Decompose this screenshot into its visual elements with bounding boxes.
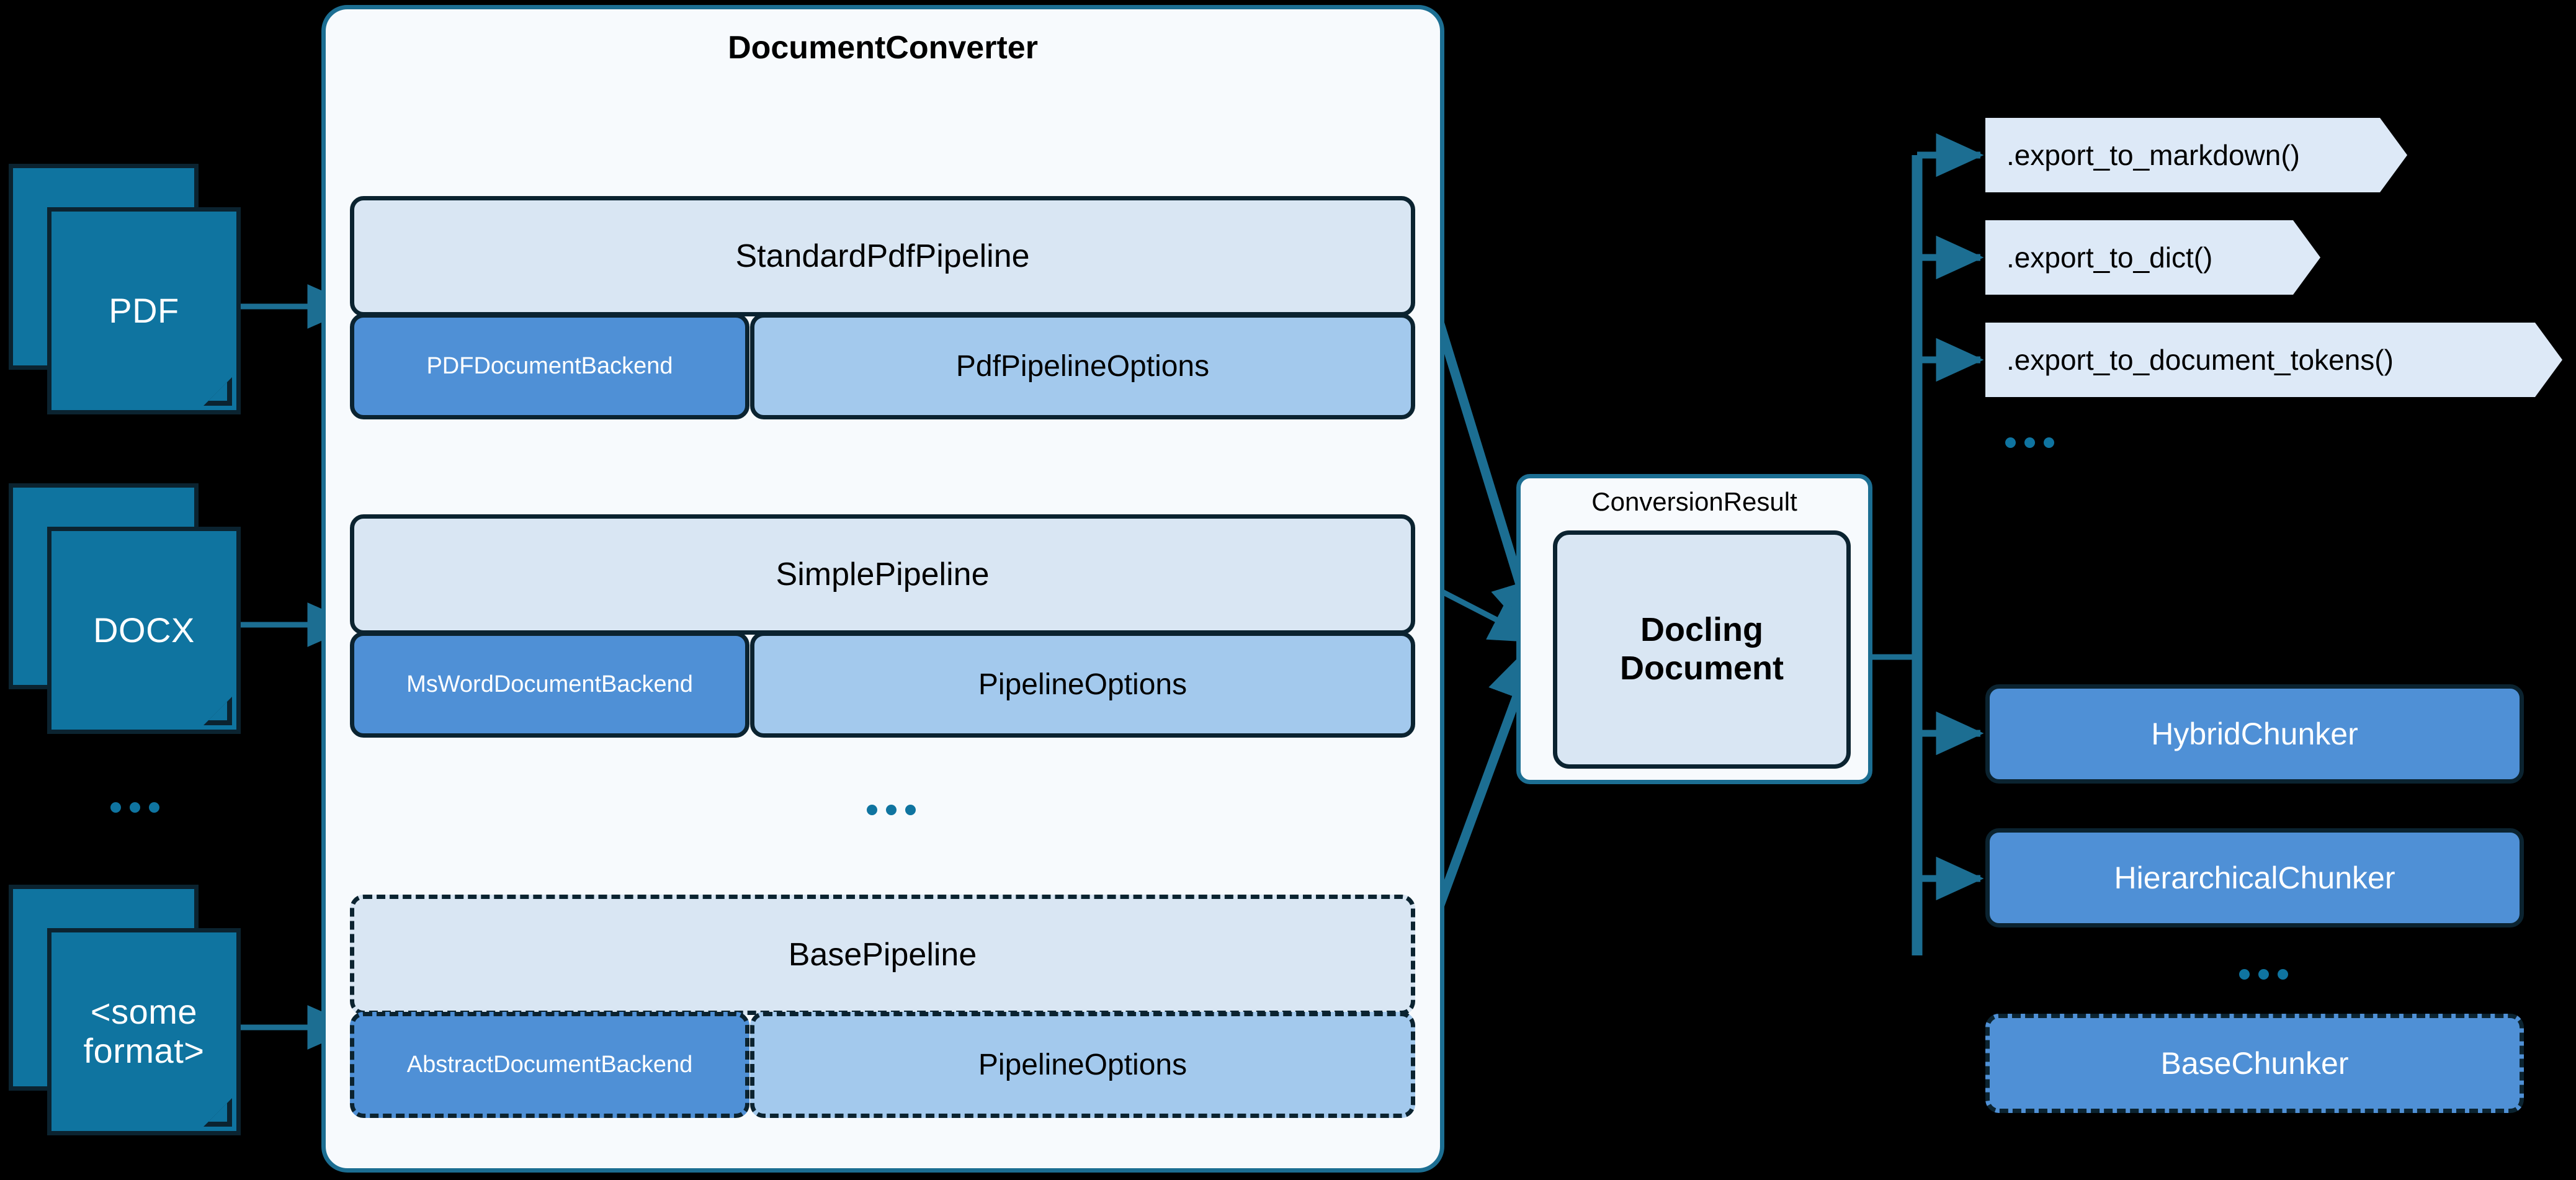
backend-name: PDFDocumentBackend: [426, 353, 673, 379]
docling-document-line1: Docling: [1640, 611, 1763, 649]
source-document-label: PDF: [109, 290, 179, 330]
ellipsis-dot: [2258, 969, 2269, 980]
chunker-hybridchunker[interactable]: HybridChunker: [1985, 684, 2524, 784]
chunkers-ellipsis: [2239, 969, 2288, 980]
conversion-result-label: ConversionResult: [1591, 487, 1797, 516]
pipeline-name: BasePipeline: [788, 937, 977, 973]
export-method-label: .export_to_markdown(): [2006, 139, 2300, 171]
pipeline-backend-abstractdocumentbackend[interactable]: AbstractDocumentBackend: [350, 1012, 749, 1118]
docling-document-label: Docling Document: [1620, 611, 1784, 687]
pipeline-backend-pdfdocumentbackend[interactable]: PDFDocumentBackend: [350, 313, 749, 419]
pipelines-ellipsis: [867, 805, 916, 815]
pipeline-header-basepipeline[interactable]: BasePipeline: [350, 895, 1415, 1015]
ellipsis-dot: [110, 802, 121, 813]
chunker-basechunker[interactable]: BaseChunker: [1985, 1014, 2524, 1113]
options-name: PdfPipelineOptions: [955, 350, 1210, 383]
source-document-label: <some format>: [83, 992, 205, 1070]
pipeline-options-pipelineoptions-base[interactable]: PipelineOptions: [750, 1012, 1415, 1118]
page-fold-inner-icon: [208, 1103, 227, 1122]
source-document-label-line2: format>: [83, 1031, 205, 1070]
ellipsis-dot: [2005, 437, 2016, 448]
export-method-document-tokens[interactable]: .export_to_document_tokens(): [1985, 323, 2562, 397]
ellipsis-dot: [2044, 437, 2054, 448]
ellipsis-dot: [905, 805, 916, 815]
options-name: PipelineOptions: [978, 668, 1187, 701]
ellipsis-dot: [2239, 969, 2250, 980]
pipeline-name: StandardPdfPipeline: [735, 238, 1030, 274]
pipeline-header-standardpdfpipeline[interactable]: StandardPdfPipeline: [350, 196, 1415, 316]
chunker-label: HierarchicalChunker: [2114, 860, 2395, 895]
export-method-dict[interactable]: .export_to_dict(): [1985, 220, 2320, 295]
chunker-label: BaseChunker: [2160, 1046, 2349, 1081]
pipeline-name: SimplePipeline: [776, 556, 990, 592]
ellipsis-dot: [149, 802, 159, 813]
source-document-label: DOCX: [93, 610, 195, 650]
pipeline-options-pipelineoptions[interactable]: PipelineOptions: [750, 632, 1415, 738]
ellipsis-dot: [130, 802, 140, 813]
export-method-markdown[interactable]: .export_to_markdown(): [1985, 118, 2407, 192]
page-title: DocumentConverter: [728, 30, 1038, 66]
source-documents-ellipsis: [110, 802, 159, 813]
ellipsis-dot: [867, 805, 877, 815]
export-method-label: .export_to_document_tokens(): [2006, 344, 2394, 376]
source-document-other[interactable]: <some format>: [9, 885, 241, 1135]
page-fold-inner-icon: [208, 702, 227, 720]
ellipsis-dot: [886, 805, 897, 815]
docling-document-line2: Document: [1619, 650, 1784, 687]
conversion-result-container[interactable]: ConversionResult Docling Document: [1516, 474, 1872, 784]
page-fold-inner-icon: [208, 382, 227, 401]
source-document-label-line1: <some: [90, 992, 198, 1032]
docling-document-box[interactable]: Docling Document: [1553, 530, 1851, 769]
export-method-label: .export_to_dict(): [2006, 241, 2213, 274]
source-document-pdf[interactable]: PDF: [9, 164, 241, 414]
chunker-label: HybridChunker: [2151, 717, 2358, 751]
pipeline-options-pdfpipelineoptions[interactable]: PdfPipelineOptions: [750, 313, 1415, 419]
pipeline-header-simplepipeline[interactable]: SimplePipeline: [350, 514, 1415, 635]
backend-name: AbstractDocumentBackend: [406, 1052, 693, 1078]
options-name: PipelineOptions: [978, 1048, 1187, 1081]
exports-ellipsis: [2005, 437, 2054, 448]
chunker-hierarchicalchunker[interactable]: HierarchicalChunker: [1985, 828, 2524, 927]
ellipsis-dot: [2278, 969, 2288, 980]
ellipsis-dot: [2024, 437, 2035, 448]
source-document-docx[interactable]: DOCX: [9, 483, 241, 734]
backend-name: MsWordDocumentBackend: [406, 671, 693, 697]
pipeline-backend-mswordbackend[interactable]: MsWordDocumentBackend: [350, 632, 749, 738]
